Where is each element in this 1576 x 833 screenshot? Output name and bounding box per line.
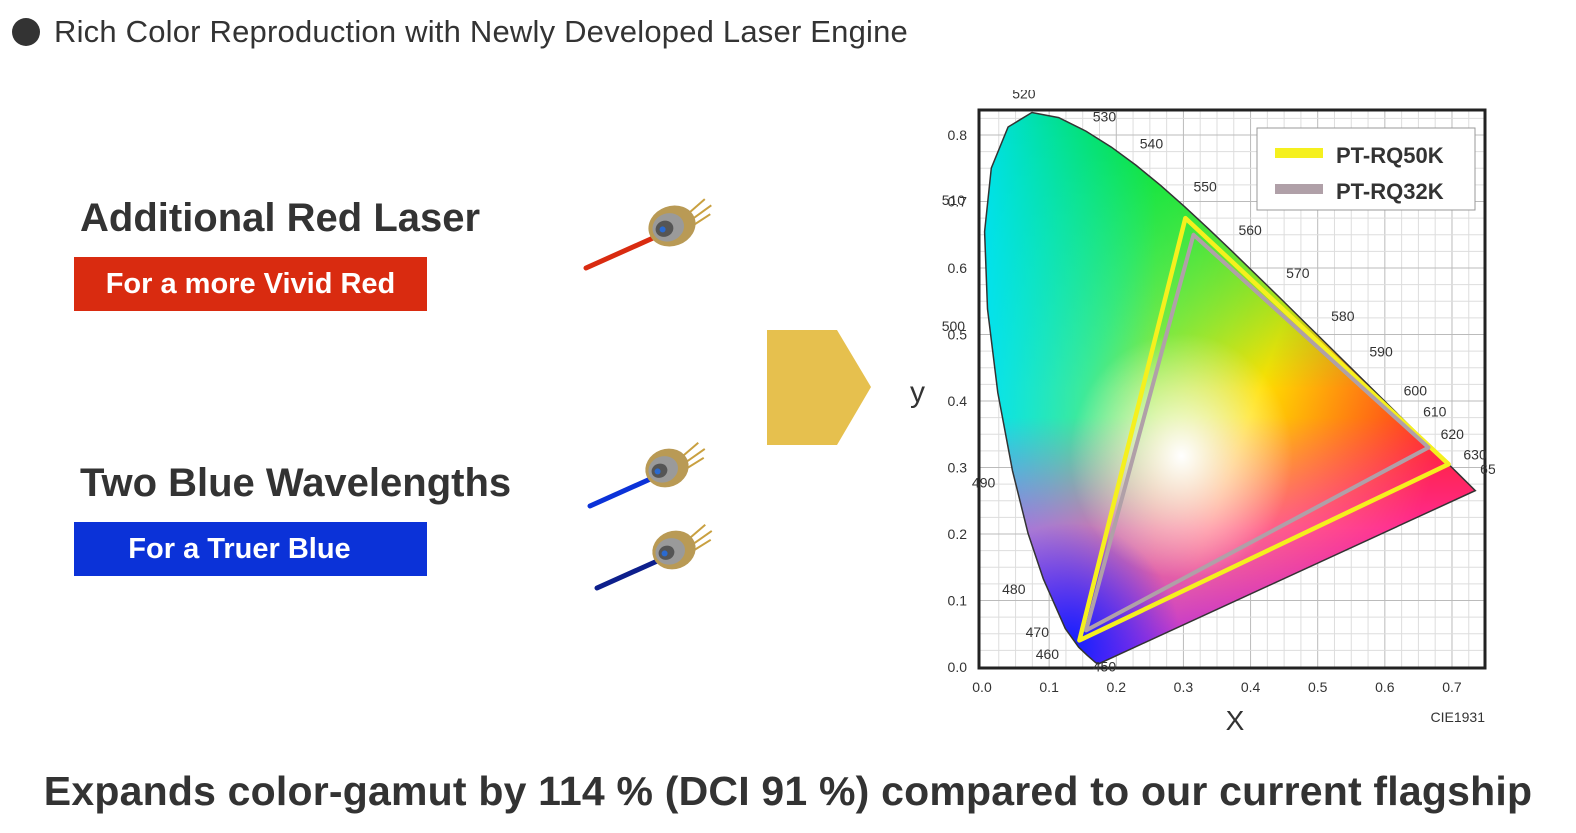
wavelength-label: 450: [1093, 659, 1117, 675]
axis-ticks: 0.0 0.1 0.2 0.3 0.4 0.5 0.6 0.7 0.0 0.1 0.2 0.3 0.4 0…: [948, 127, 1462, 695]
plot-area: [977, 108, 1487, 670]
red-laser-title: Additional Red Laser: [80, 196, 481, 240]
y-tick-label: 0.2: [948, 526, 968, 542]
y-tick-label: 0.5: [948, 327, 968, 343]
wavelength-label: 560: [1238, 222, 1262, 238]
wavelength-label: 520: [1012, 90, 1036, 101]
wavelength-label: 480: [1002, 581, 1026, 597]
wavelength-label: 620: [1441, 426, 1465, 442]
x-tick-label: 0.0: [972, 679, 992, 695]
wavelength-label: 470: [1026, 624, 1050, 640]
header: Rich Color Reproduction with Newly Devel…: [12, 14, 908, 50]
x-tick-label: 0.2: [1107, 679, 1127, 695]
wavelength-label: 590: [1369, 343, 1393, 359]
legend-item-pt-rq50k: PT-RQ50K: [1275, 143, 1444, 168]
legend-swatch: [1275, 148, 1323, 158]
wavelength-label: 530: [1093, 109, 1117, 125]
x-tick-label: 0.3: [1174, 679, 1194, 695]
x-axis-label: X: [1226, 705, 1245, 736]
x-tick-label: 0.7: [1442, 679, 1462, 695]
pt-rq50k-gamut-triangle: [1077, 215, 1451, 643]
y-tick-label: 0.0: [948, 659, 968, 675]
y-tick-label: 0.7: [948, 194, 968, 210]
red-laser-diode-icon: [583, 198, 712, 271]
y-tick-label: 0.6: [948, 260, 968, 276]
wavelength-label: 490: [972, 474, 996, 490]
right-arrow-icon: [767, 330, 871, 445]
x-tick-label: 0.5: [1308, 679, 1328, 695]
footer-statement: Expands color-gamut by 114 % (DCI 91 %) …: [43, 768, 1533, 814]
legend: PT-RQ50K PT-RQ32K: [1256, 127, 1476, 211]
wavelength-label: 650: [1480, 461, 1495, 477]
y-tick-label: 0.8: [948, 127, 968, 143]
blue-laser-diode-icon: [587, 442, 706, 509]
wavelength-label: 570: [1286, 265, 1310, 281]
wavelength-label: 600: [1404, 383, 1428, 399]
wavelength-label: 510: [942, 192, 966, 208]
wavelength-label: 580: [1331, 308, 1355, 324]
blue-laser-title: Two Blue Wavelengths: [80, 461, 512, 505]
legend-swatch: [1275, 184, 1323, 194]
wavelength-label: 460: [1036, 646, 1060, 662]
header-title: Rich Color Reproduction with Newly Devel…: [54, 14, 909, 49]
pt-rq32k-gamut-triangle: [1084, 232, 1431, 633]
x-tick-label: 0.6: [1375, 679, 1395, 695]
wavelength-labels: 450 460 470 480 490 500 510 520 530 540 550 560 570 5…: [942, 90, 1495, 675]
x-tick-label: 0.1: [1039, 679, 1059, 695]
x-tick-label: 0.4: [1241, 679, 1261, 695]
wavelength-label: 550: [1193, 179, 1217, 195]
bullet-icon: [12, 18, 40, 46]
cie-chromaticity-diagram: 0.0 0.1 0.2 0.3 0.4 0.5 0.6 0.7 0.0 0.1 0.2 0.3 0.4 0…: [910, 90, 1495, 736]
red-laser-badge: For a more Vivid Red: [74, 257, 427, 311]
legend-item-pt-rq32k: PT-RQ32K: [1275, 179, 1444, 204]
wavelength-label: 500: [942, 318, 966, 334]
plot-frame: [977, 108, 1487, 670]
deep-blue-laser-diode-icon: [594, 524, 713, 591]
cie-credit: CIE1931: [1431, 709, 1486, 725]
y-tick-label: 0.3: [948, 460, 968, 476]
y-axis-label: y: [910, 376, 925, 409]
wavelength-label: 540: [1140, 135, 1164, 151]
legend-label: PT-RQ50K: [1336, 143, 1444, 168]
blue-laser-badge: For a Truer Blue: [74, 522, 427, 576]
wavelength-label: 630: [1463, 447, 1487, 463]
y-tick-label: 0.4: [948, 393, 968, 409]
legend-label: PT-RQ32K: [1336, 179, 1444, 204]
wavelength-label: 610: [1423, 403, 1447, 419]
y-tick-label: 0.1: [948, 593, 968, 609]
